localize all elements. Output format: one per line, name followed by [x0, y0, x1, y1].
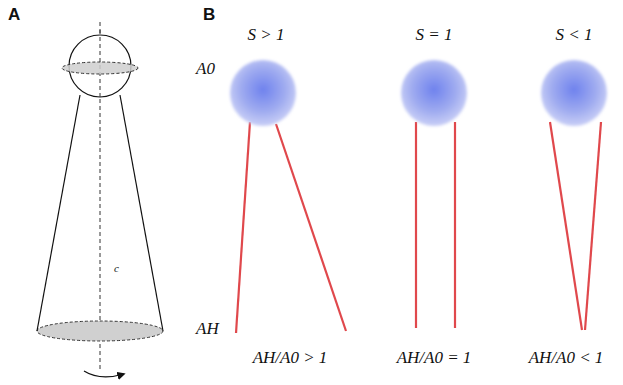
cell-head	[401, 60, 467, 126]
head-area	[62, 62, 138, 74]
cell-head	[230, 60, 296, 126]
tail-line	[236, 122, 250, 333]
axis-label: c	[114, 262, 119, 274]
ratio-label: AH/A0 = 1	[397, 349, 472, 368]
tail-line	[415, 122, 417, 328]
axis	[100, 22, 101, 372]
case-less	[541, 60, 607, 330]
tail-line	[276, 124, 346, 331]
tail-line	[585, 122, 601, 330]
tail-line	[454, 122, 456, 328]
rotation-arrow	[84, 371, 124, 377]
cell-head	[541, 60, 607, 126]
case-heading: S > 1	[248, 26, 285, 45]
case-greater	[230, 60, 346, 333]
panel-letter: B	[203, 6, 215, 25]
cone-side	[37, 95, 80, 331]
cone-side	[120, 95, 163, 331]
area-label: AH	[196, 320, 219, 339]
base-area	[37, 321, 163, 341]
ratio-label: AH/A0 > 1	[253, 349, 328, 368]
ratio-label: AH/A0 < 1	[529, 349, 604, 368]
area-label: A0	[196, 60, 215, 79]
case-equal	[401, 60, 467, 328]
cone-model	[37, 22, 163, 377]
panel-letter: A	[8, 6, 20, 25]
case-heading: S = 1	[416, 26, 453, 45]
tail-line	[550, 122, 582, 330]
case-heading: S < 1	[556, 26, 593, 45]
